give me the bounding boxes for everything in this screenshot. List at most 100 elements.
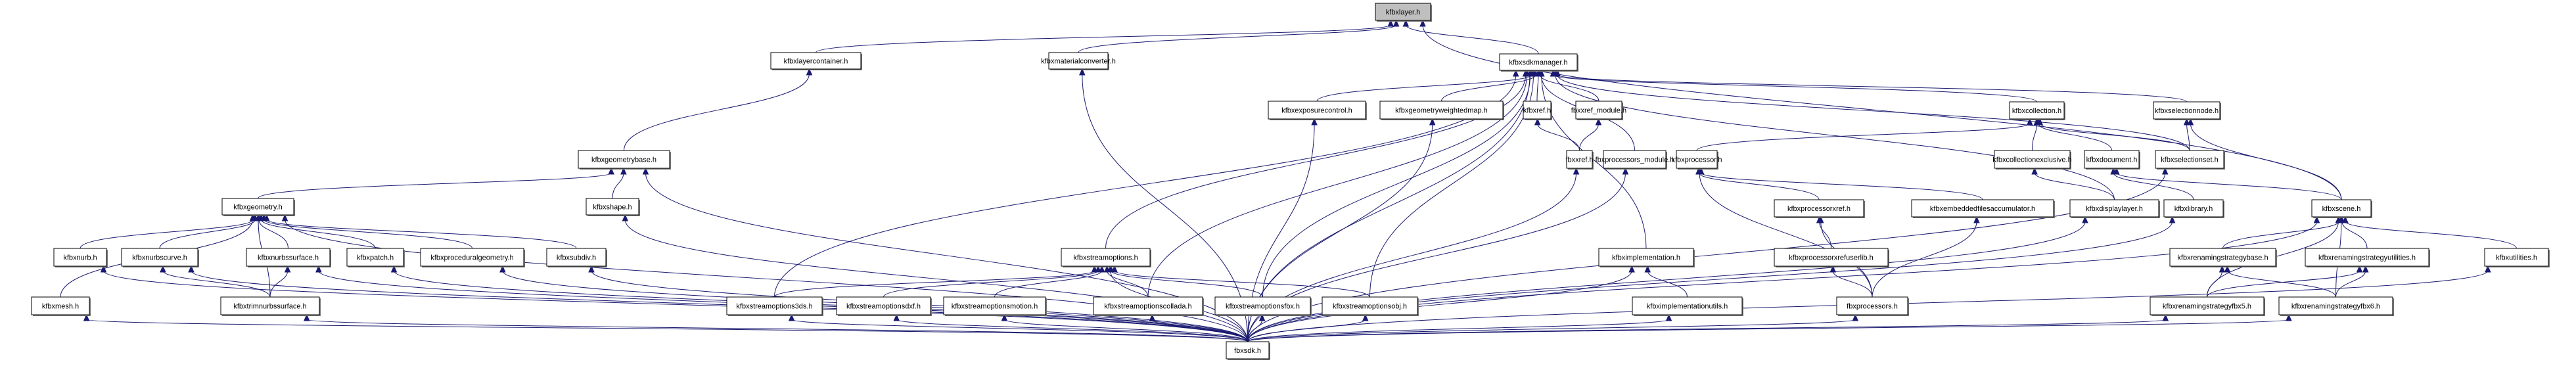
graph-node-geometrybase[interactable]: kfbxgeometrybase.h <box>578 150 671 170</box>
edge-fbxxref-to-xrefmodule <box>1579 123 1599 151</box>
arrowhead-icon <box>1362 313 1369 321</box>
edge-procgeom-to-geometry <box>263 219 472 249</box>
arrowhead-icon <box>1095 265 1101 273</box>
graph-node-sofbx[interactable]: kfbxstreamoptionsfbx.h <box>1214 296 1312 316</box>
graph-node-selectionnode[interactable]: kfbxselectionnode.h <box>2153 101 2221 120</box>
arrowhead-icon <box>2162 313 2169 321</box>
graph-node-processorxref[interactable]: kfbxprocessorxref.h <box>1774 199 1865 218</box>
graph-node-renamingbase[interactable]: kfbxrenamingstrategybase.h <box>2169 248 2277 267</box>
node-label: kfbxrenamingstrategyutilities.h <box>2318 254 2416 262</box>
arrowhead-icon <box>1973 216 1980 223</box>
node-box <box>1632 296 1743 315</box>
graph-node-geometryweightedmap[interactable]: kfbxgeometryweightedmap.h <box>1379 101 1504 120</box>
graph-node-renamingfbx6[interactable]: kfbxrenamingstrategyfbx6.h <box>2278 296 2394 316</box>
edge-displaylayer-to-sdkmanager <box>1555 74 2115 200</box>
graph-node-selectionset[interactable]: kfbxselectionset.h <box>2155 150 2225 170</box>
graph-node-xrefmodule[interactable]: fbxxref_module.h <box>1571 101 1626 120</box>
arrowhead-icon <box>1665 313 1672 321</box>
graph-node-renamingutilities[interactable]: kfbxrenamingstrategyutilities.h <box>2305 248 2430 267</box>
node-box <box>1093 296 1203 315</box>
graph-node-kfbxref[interactable]: kfbxref.h <box>1523 101 1552 120</box>
arrowhead-icon <box>249 214 256 221</box>
edge-collection-to-sdkmanager <box>1552 74 2037 103</box>
graph-node-collection[interactable]: kfbxcollection.h <box>2009 101 2065 120</box>
arrowhead-icon <box>315 265 322 273</box>
node-box <box>2311 199 2372 218</box>
node-box <box>1994 150 2071 169</box>
graph-node-processor[interactable]: kfbxprocessor.h <box>1671 150 1722 170</box>
node-box <box>2484 248 2549 267</box>
arrowhead-icon <box>1628 265 1635 273</box>
graph-node-sdkmanager[interactable]: kfbxsdkmanager.h <box>1499 53 1578 72</box>
graph-node-collectionexclusive[interactable]: kfbxcollectionexclusive.h <box>1992 150 2072 170</box>
graph-node-socollada[interactable]: kfbxstreamoptionscollada.h <box>1093 296 1204 316</box>
graph-node-so3ds[interactable]: kfbxstreamoptions3ds.h <box>726 296 823 316</box>
edge-processor-to-collection <box>1696 123 2031 151</box>
graph-node-soobj[interactable]: kfbxstreamoptionsobj.h <box>1322 296 1419 316</box>
graph-node-trimnurbs[interactable]: kfbxtrimnurbssurface.h <box>220 296 321 316</box>
arrowhead-icon <box>588 265 595 273</box>
node-label: kfbxstreamoptionscollada.h <box>1104 302 1191 310</box>
arrowhead-icon <box>1387 19 1394 27</box>
node-label: kfbxcollection.h <box>2012 107 2061 115</box>
graph-node-geometry[interactable]: kfbxgeometry.h <box>221 198 295 216</box>
graph-node-somotion[interactable]: kfbxstreamoptionsmotion.h <box>943 296 1047 316</box>
node-box <box>1774 248 1889 267</box>
graph-node-scene[interactable]: kfbxscene.h <box>2311 199 2372 218</box>
graph-node-embeddedfiles[interactable]: kfbxembeddedfilesaccumulator.h <box>1911 199 2055 218</box>
node-box <box>2163 199 2224 218</box>
graph-node-streamoptions[interactable]: kfbxstreamoptions.h <box>1061 248 1151 267</box>
graph-node-nurbssurface[interactable]: kfbxnurbssurface.h <box>246 248 331 267</box>
arrowhead-icon <box>1622 167 1629 175</box>
edge-fbxsdk-to-so3ds <box>791 319 1248 342</box>
graph-node-materialconverter[interactable]: kfbxmaterialconverter.h <box>1041 52 1116 70</box>
arrowhead-icon <box>1429 118 1436 126</box>
graph-node-sodxf[interactable]: kfbxstreamoptionsdxf.h <box>836 296 932 316</box>
graph-node-procgeom[interactable]: kfbxproceduralgeometry.h <box>420 248 525 267</box>
graph-node-document[interactable]: kfbxdocument.h <box>2084 150 2140 170</box>
graph-node-processorsmodule[interactable]: fbxprocessors_module.h <box>1596 150 1674 170</box>
node-label: kfbxlayercontainer.h <box>784 57 848 65</box>
graph-node-shape[interactable]: kfbxshape.h <box>586 198 640 216</box>
arrowhead-icon <box>2485 265 2491 273</box>
edge-embeddedfiles-to-processor <box>1701 172 1983 200</box>
graph-node-fbxsdk[interactable]: fbxsdk.h <box>1226 341 1270 360</box>
node-box <box>1836 296 1908 315</box>
edge-kfbxref-to-sdkmanager <box>1536 74 1539 102</box>
edge-nurbscurve-to-geometry <box>159 219 256 249</box>
node-label: kfbxmesh.h <box>42 302 79 310</box>
arrowhead-icon <box>1644 265 1651 273</box>
graph-node-renamingfbx5[interactable]: kfbxrenamingstrategyfbx5.h <box>2150 296 2265 316</box>
node-label: kfbxnurbssurface.h <box>258 254 319 262</box>
graph-node-implutils[interactable]: kfbximplementationutils.h <box>1632 296 1743 316</box>
edge-materialconverter-to-layer <box>1078 24 1397 53</box>
arrowhead-icon <box>2031 167 2038 175</box>
arrowhead-icon <box>1402 19 1410 27</box>
graph-node-processorxrefuserlib[interactable]: kfbxprocessorxrefuserlib.h <box>1774 248 1889 267</box>
graph-node-utilities[interactable]: kfbxutilities.h <box>2484 248 2550 267</box>
node-box <box>943 296 1046 315</box>
graph-node-implementation[interactable]: kfbximplementation.h <box>1598 248 1695 267</box>
arrowhead-icon <box>2219 265 2226 273</box>
edge-renamingfbx6-to-renamingbase <box>2226 270 2336 298</box>
node-box <box>246 248 331 267</box>
arrowhead-icon <box>806 68 813 76</box>
arrowhead-icon <box>2169 216 2176 223</box>
graph-node-layercontainer[interactable]: kfbxlayercontainer.h <box>770 52 862 70</box>
edge-fbxsdk-to-implutils <box>1247 319 1670 342</box>
graph-node-exposurecontrol[interactable]: kfbxexposurecontrol.h <box>1268 101 1367 120</box>
graph-node-mesh[interactable]: kfbxmesh.h <box>31 296 91 316</box>
node-label: kfbxmaterialconverter.h <box>1041 57 1116 65</box>
graph-node-nurb[interactable]: kfbxnurb.h <box>53 248 108 267</box>
graph-node-patch[interactable]: kfbxpatch.h <box>346 248 405 267</box>
edge-selectionset-to-sdkmanager <box>1557 74 2190 151</box>
node-label: fbxxref_module.h <box>1571 106 1626 114</box>
graph-node-fbxxref[interactable]: fbxxref.h <box>1565 150 1594 170</box>
graph-node-nurbscurve[interactable]: kfbxnurbscurve.h <box>121 248 199 267</box>
graph-node-library[interactable]: kfbxlibrary.h <box>2163 199 2224 218</box>
graph-node-subdiv[interactable]: kfbxsubdiv.h <box>546 248 607 267</box>
graph-node-processors[interactable]: fbxprocessors.h <box>1836 296 1909 316</box>
graph-node-displaylayer[interactable]: kfbxdisplaylayer.h <box>2069 199 2160 218</box>
node-label: kfbxlayer.h <box>1386 9 1421 16</box>
edge-fbxsdk-to-scene <box>1247 221 2318 342</box>
